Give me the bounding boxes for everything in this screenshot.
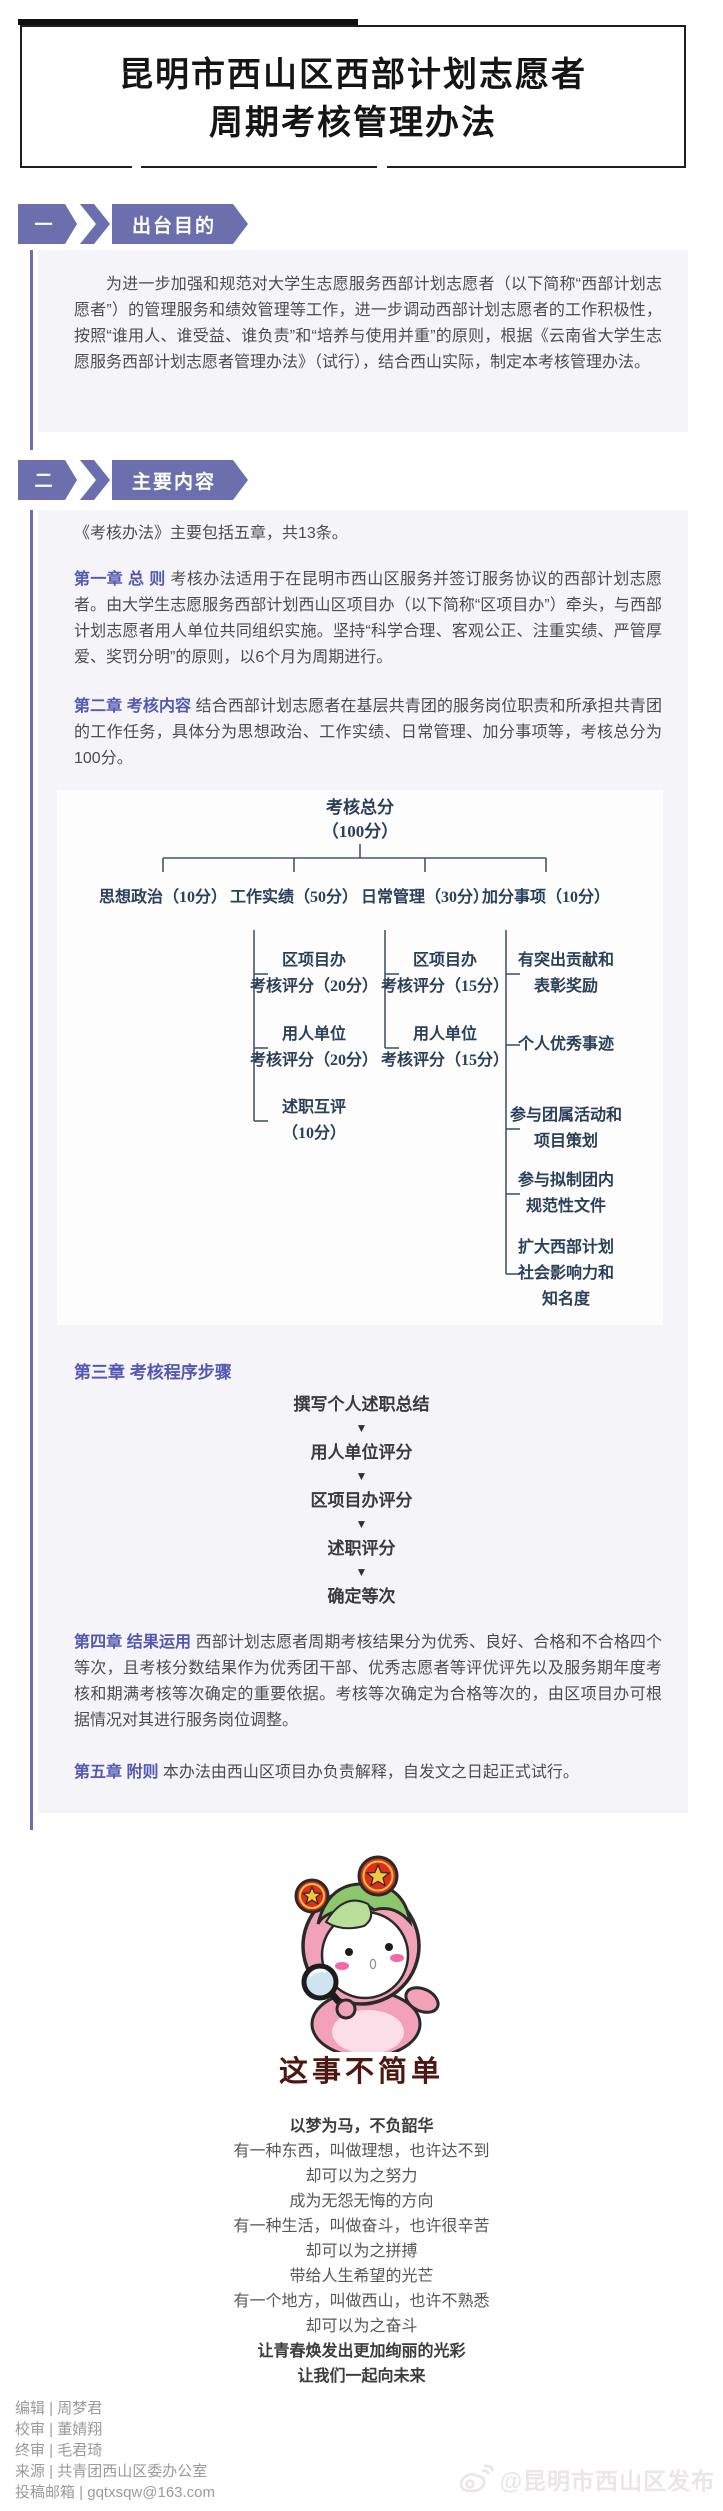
tree-item: 有突出贡献和 表彰奖励 [517,952,614,995]
poem-line: 让青春焕发出更加绚丽的光彩 [257,2343,466,2360]
tree-root-label: 考核总分 [326,798,394,817]
title-top-bar [18,19,358,25]
credits-footer: 编辑 | 周梦君 校审 | 董婧翔 终审 | 毛君琦 来源 | 共青团西山区委办… [15,2398,215,2503]
title-border-notch [132,165,141,173]
flow-step: 区项目办评分 [310,1491,413,1510]
intro-line: 《考核办法》主要包括五章，共13条。 [74,525,348,542]
credit-line-email: 投稿邮箱 | gqtxsqw@163.com [15,2484,216,2501]
section-heading-badge: 主要内容 [112,460,248,500]
chevron-separator-icon [80,460,110,500]
tree-category: 加分事项（10分） [481,889,610,906]
section-heading: 出台目的 [131,215,216,237]
credit-line-final-reviewer: 终审 | 毛君琦 [15,2442,103,2459]
chapter5-paragraph: 第五章 附则 本办法由西山区项目办负责解释，自发文之日起正式试行。 [74,1760,662,1786]
article-title-line2: 周期考核管理办法 [209,105,497,142]
closing-poem: 以梦为马，不负韶华 有一种东西，叫做理想，也许达不到 却可以为之努力 成为无怨无… [0,2114,723,2389]
mascot-caption: 这事不简单 [278,2056,444,2088]
tree-item: 扩大西部计划 社会影响力和 知名度 [517,1239,614,1308]
down-arrow-icon: ▼ [355,1469,368,1483]
tree-root-score: （100分） [321,822,399,841]
accent-line [30,250,33,450]
section-number-badge: 二 [18,460,77,500]
chapter2-paragraph: 第二章 考核内容 结合西部计划志愿者在基层共青团的服务岗位职责和所承担共青团的工… [74,694,662,772]
chapter5-title: 第五章 附则 [74,1764,159,1781]
watermark-text: @昆明市西山区发布 [499,2468,715,2494]
star-medal-icon [294,1878,330,1914]
tree-item: 参与拟制团内 规范性文件 [517,1172,614,1215]
accent-line [30,510,33,1830]
poem-line: 却可以为之拼搏 [305,2243,418,2260]
section-heading-badge: 出台目的 [112,204,248,244]
chevron-separator-icon [80,204,110,244]
poem-line: 让我们一起向未来 [297,2368,426,2385]
section1-block [38,250,688,432]
tree-item: 述职互评 （10分） [281,1099,346,1142]
poem-line: 成为无怨无悔的方向 [289,2193,434,2210]
mascot-image [294,1855,440,2059]
poem-line: 有一种生活，叫做奋斗，也许很辛苦 [233,2218,490,2235]
magnifier-icon [301,1963,357,2020]
chapter4-body: 西部计划志愿者周期考核结果分为优秀、良好、合格和不合格四个等次，且考核分数结果作… [74,1634,662,1729]
tree-connector-lines [162,844,547,1275]
section-number-badge: 一 [18,204,77,244]
down-arrow-icon: ▼ [355,1565,368,1579]
section-band-2: 二 主要内容 [18,460,438,500]
poem-line: 有一个地方，叫做西山，也许不熟悉 [233,2293,490,2310]
star-medal-icon [357,1855,399,1897]
tree-category: 工作实绩（50分） [229,889,358,906]
tree-item: 用人单位 考核评分（20分） [249,1026,378,1069]
chapter1-title: 第一章 总 则 [74,571,166,588]
flow-step: 确定等次 [327,1587,396,1606]
weibo-icon [459,2464,494,2493]
tree-item: 区项目办 考核评分（20分） [249,952,378,995]
flow-step: 撰写个人述职总结 [293,1395,430,1414]
section-heading: 主要内容 [131,471,216,493]
flow-step: 用人单位评分 [310,1443,413,1462]
tree-item: 参与团属活动和 项目策划 [509,1107,622,1150]
chapter1-body: 考核办法适用于在昆明市西山区服务并签订服务协议的西部计划志愿者。由大学生志愿服务… [74,571,662,666]
article-title-line1: 昆明市西山区西部计划志愿者 [119,57,587,94]
title-border-notch [377,165,387,173]
assessment-flow: 撰写个人述职总结 ▼ 用人单位评分 ▼ 区项目办评分 ▼ 述职评分 ▼ 确定等次 [0,1392,723,1609]
poem-line: 以梦为马，不负韶华 [289,2118,434,2135]
watermark: @昆明市西山区发布 [458,2462,715,2496]
purpose-paragraph: 为进一步加强和规范对大学生志愿服务西部计划志愿者（以下简称“西部计划志愿者”）的… [74,276,662,371]
poem-line: 却可以为之努力 [305,2168,418,2185]
chapter1-paragraph: 第一章 总 则 考核办法适用于在昆明市西山区服务并签订服务协议的西部计划志愿者。… [74,567,662,671]
tree-category: 日常管理（30分） [360,889,489,906]
tree-category: 思想政治（10分） [98,889,227,906]
chapter2-title: 第二章 考核内容 [74,698,192,715]
credit-line-editor: 编辑 | 周梦君 [15,2400,103,2417]
poem-line: 却可以为之奋斗 [305,2318,418,2335]
flow-step: 述职评分 [327,1539,396,1558]
chapter3-title: 第三章 考核程序步骤 [74,1363,232,1382]
chapter2-body: 结合西部计划志愿者在基层共青团的服务岗位职责和所承担共青团的工作任务，具体分为思… [74,698,662,767]
poem-line: 带给人生希望的光芒 [289,2268,434,2285]
chapter5-body: 本办法由西山区项目办负责解释，自发文之日起正式试行。 [162,1764,579,1781]
chapter4-paragraph: 第四章 结果运用 西部计划志愿者周期考核结果分为优秀、良好、合格和不合格四个等次… [74,1630,662,1734]
down-arrow-icon: ▼ [355,1421,368,1435]
tree-item: 区项目办 考核评分（15分） [380,952,509,995]
section-number: 一 [34,215,53,235]
mascot-illustration [256,1852,466,2059]
article-title: 昆明市西山区西部计划志愿者 周期考核管理办法 [20,25,686,168]
tree-item: 个人优秀事迹 [517,1036,614,1053]
credit-line-proofreader: 校审 | 董婧翔 [15,2421,103,2438]
section-number: 二 [34,471,53,491]
score-tree-diagram: 考核总分 （100分） 思想政治（10分） 工作实绩（50分） 日常管理（30分… [57,790,663,1325]
down-arrow-icon: ▼ [355,1517,368,1531]
poem-line: 有一种东西，叫做理想，也许达不到 [233,2143,490,2160]
tree-item: 用人单位 考核评分（15分） [380,1026,509,1069]
credit-line-source: 来源 | 共青团西山区委办公室 [15,2463,208,2480]
chapter4-title: 第四章 结果运用 [74,1634,192,1651]
section-band-1: 一 出台目的 [18,204,438,244]
tree-root: 考核总分 （100分） [285,796,435,844]
